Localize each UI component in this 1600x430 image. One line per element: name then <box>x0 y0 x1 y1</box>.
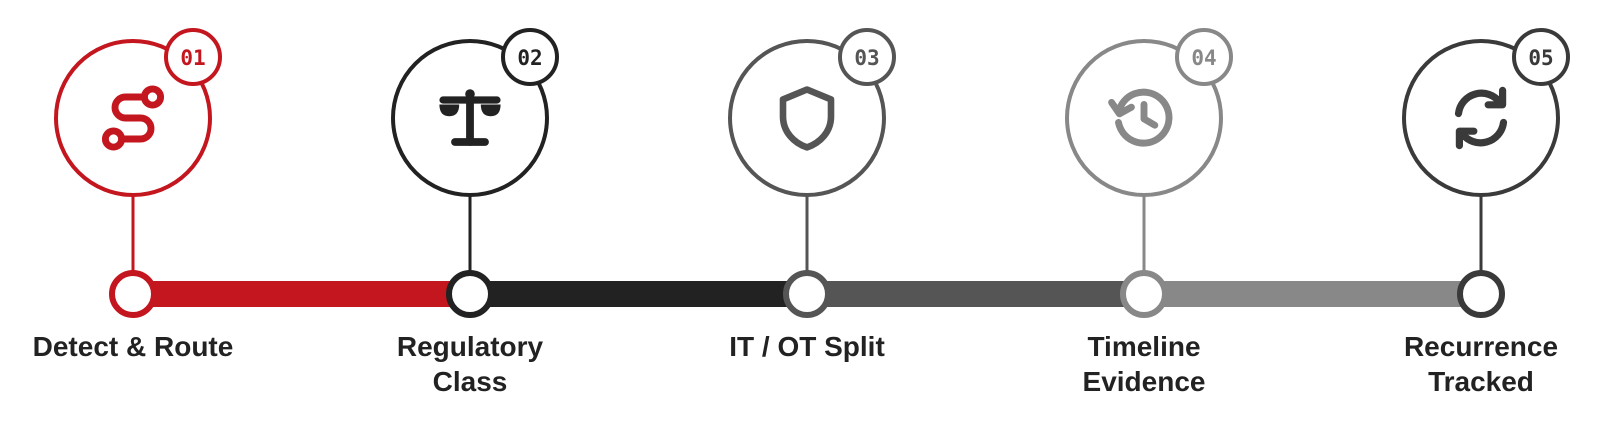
shield-icon <box>779 86 835 151</box>
timeline-step-03: 03 IT / OT Split <box>728 28 896 362</box>
history-icon <box>1108 88 1173 147</box>
step-circle <box>1402 39 1560 197</box>
step-badge <box>1175 28 1233 86</box>
timeline-node <box>1457 270 1505 318</box>
step-label: Detect & Route <box>33 331 234 362</box>
step-number: 01 <box>180 46 205 70</box>
timeline-node <box>446 270 494 318</box>
timeline-node <box>1120 270 1168 318</box>
step-badge <box>164 28 222 86</box>
step-number: 05 <box>1528 46 1553 70</box>
timeline-track <box>133 281 1481 307</box>
scales-icon <box>439 89 501 146</box>
step-circle <box>728 39 886 197</box>
route-icon <box>101 85 165 151</box>
timeline-segment-4 <box>1144 281 1481 307</box>
timeline-node <box>783 270 831 318</box>
step-number: 02 <box>517 46 542 70</box>
refresh-icon <box>1454 86 1508 150</box>
step-number: 03 <box>854 46 879 70</box>
timeline-segment-2 <box>470 281 807 307</box>
step-badge <box>838 28 896 86</box>
step-number: 04 <box>1191 46 1216 70</box>
timeline-segment-1 <box>133 281 470 307</box>
step-label: IT / OT Split <box>729 331 885 362</box>
step-badge <box>1512 28 1570 86</box>
step-badge <box>501 28 559 86</box>
timeline-node <box>109 270 157 318</box>
timeline-segment-3 <box>807 281 1144 307</box>
